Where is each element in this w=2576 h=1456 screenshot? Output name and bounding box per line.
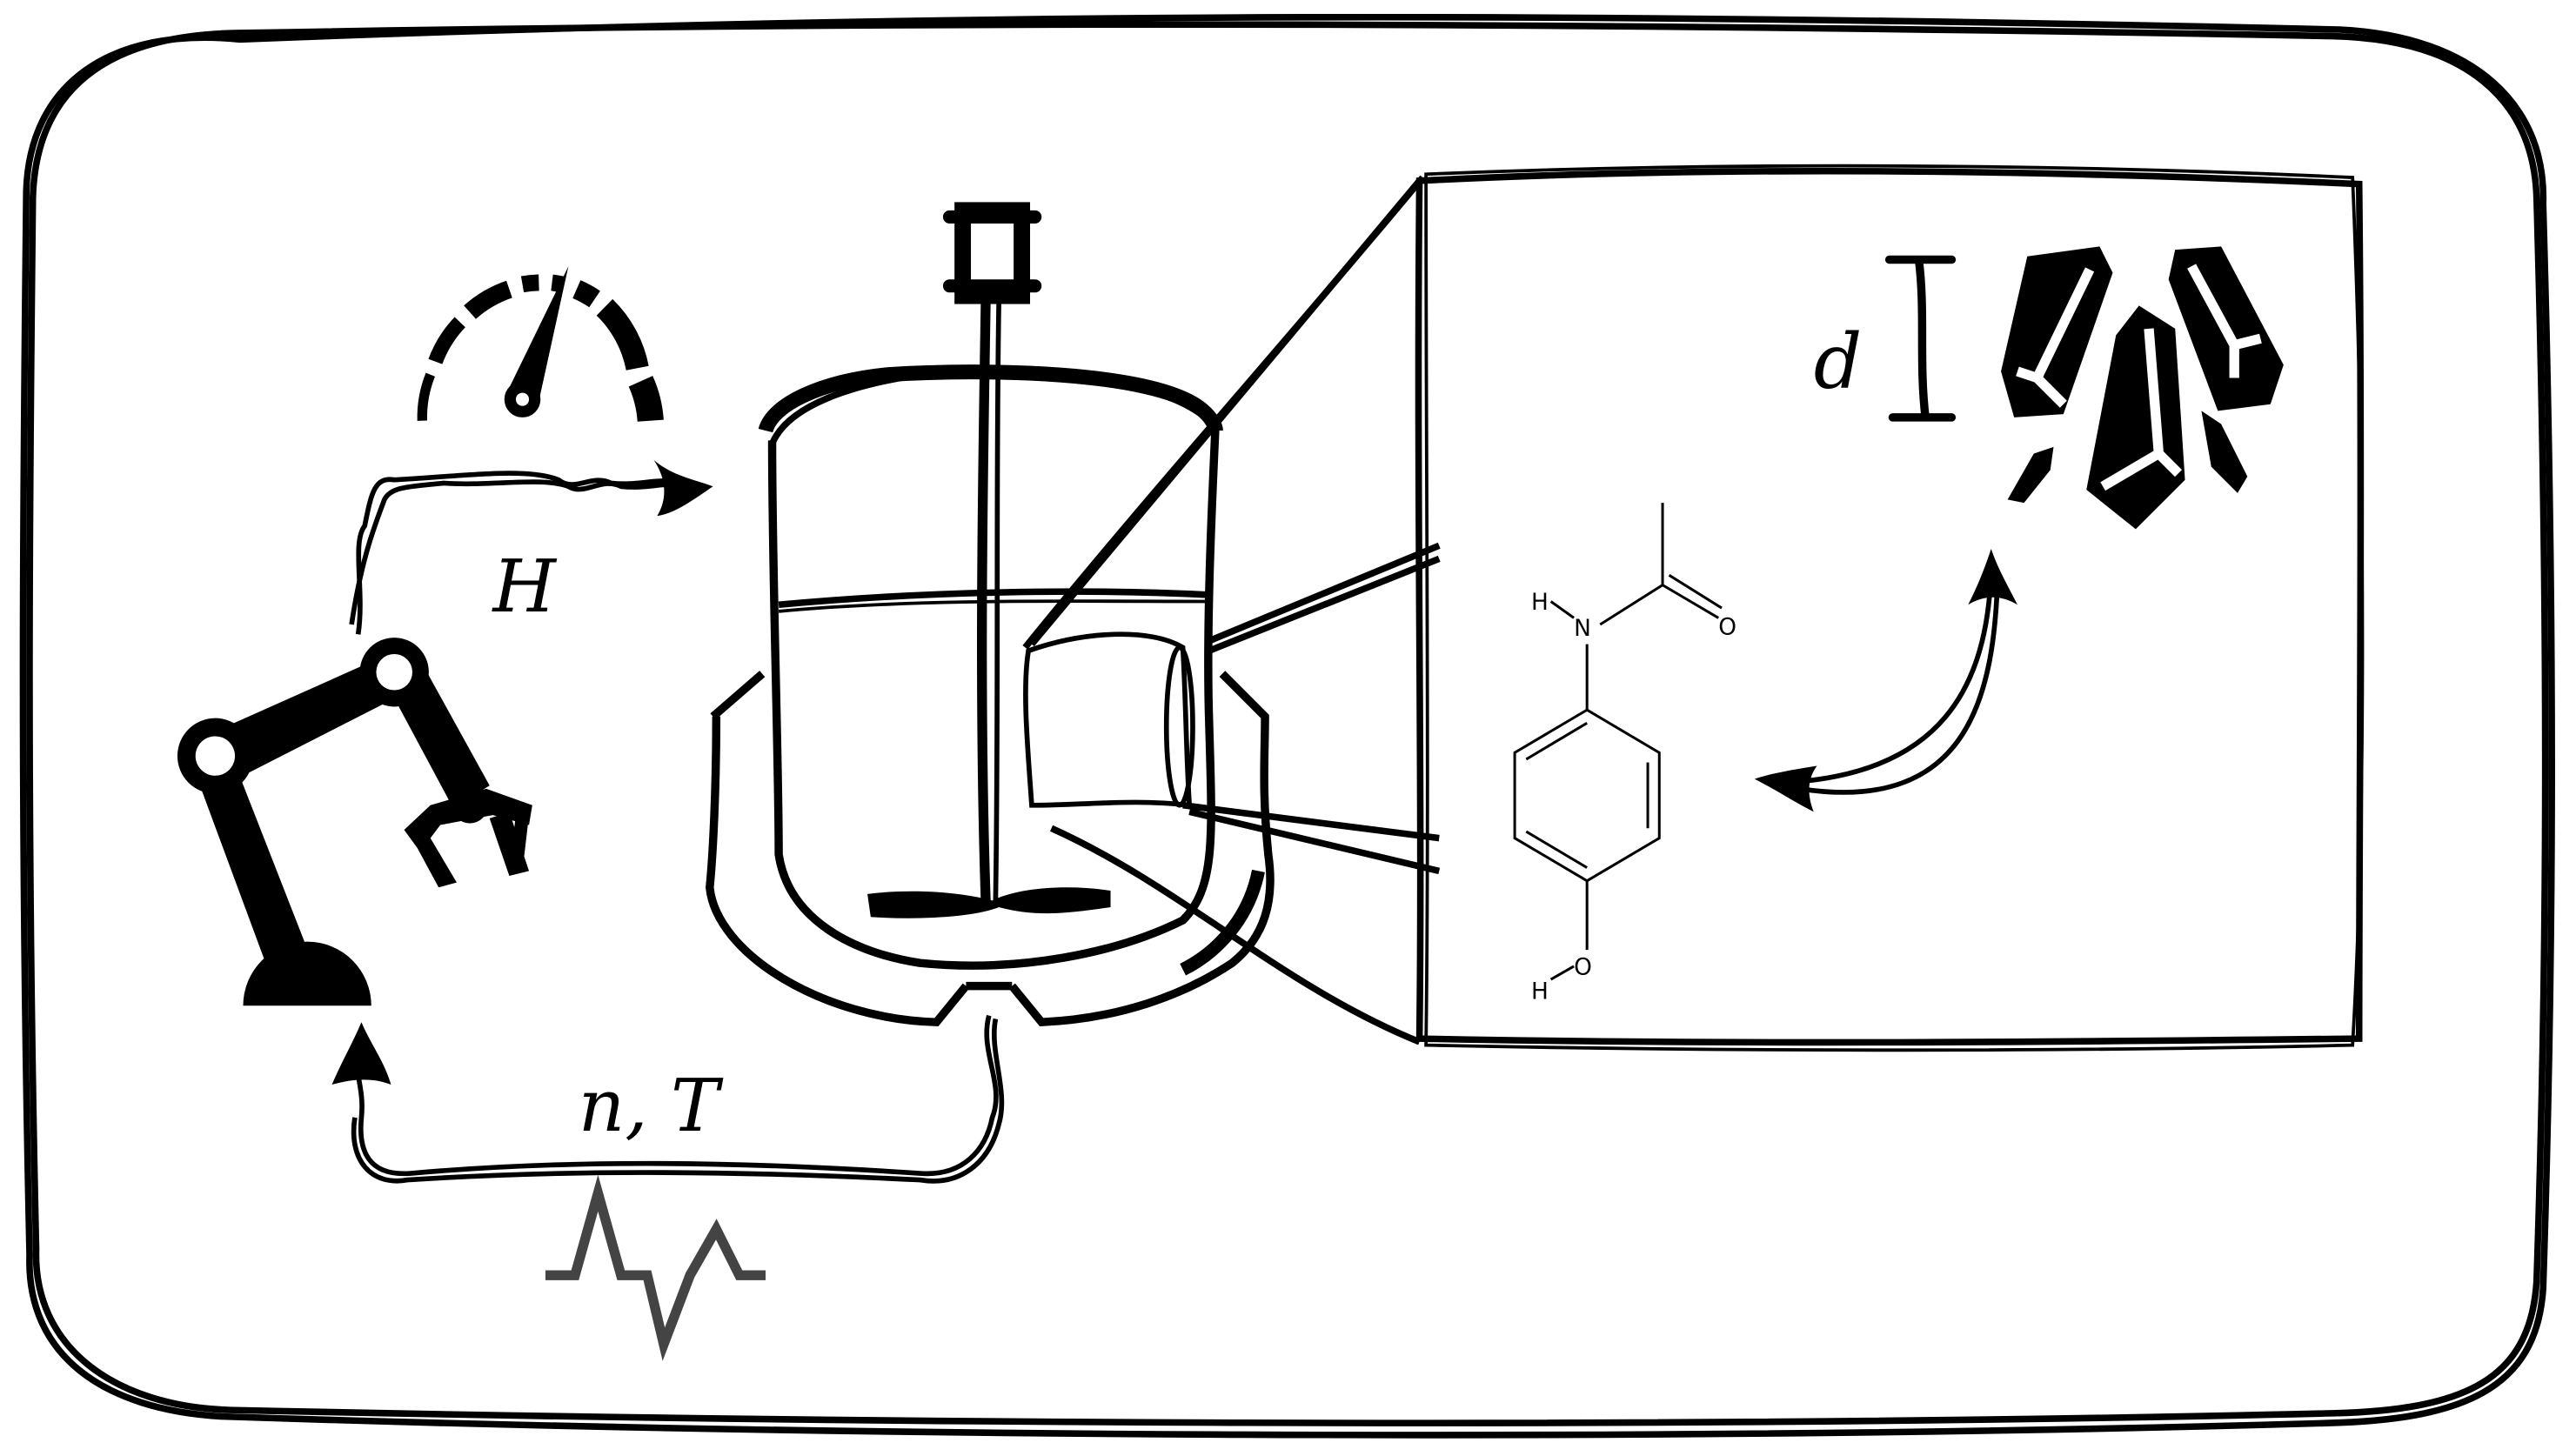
atom-label-nitrogen: N — [1574, 615, 1591, 642]
outer-frame — [19, 13, 2555, 1439]
nt-arrowhead-icon — [331, 1022, 391, 1085]
robot-arm-icon — [177, 638, 532, 1006]
impeller-icon — [867, 887, 1111, 918]
crystal-molecule-arrow — [1790, 568, 2001, 795]
diameter-label: d — [1814, 318, 1863, 406]
h-arrowhead-icon — [653, 460, 713, 517]
arrowhead-up-icon — [1968, 549, 2017, 605]
speed-temperature-label: n, T — [579, 1064, 724, 1148]
gauge-needle-icon — [504, 266, 569, 417]
crystals-icon — [2001, 246, 2284, 530]
diameter-bracket-icon — [1884, 255, 1957, 422]
nt-arrow — [351, 1014, 1005, 1184]
atom-label-hydroxyl-hydrogen: H — [1531, 978, 1549, 1005]
molecule-structure — [1513, 503, 1723, 981]
arrowhead-left-icon — [1754, 765, 1817, 812]
crystal-fragment-icon — [2201, 411, 2248, 493]
atom-label-hydroxyl-oxygen: O — [1574, 953, 1592, 980]
crystal-icon — [2086, 305, 2185, 530]
atom-label-carbonyl-oxygen: O — [1718, 613, 1736, 640]
atom-label-amide-hydrogen: H — [1531, 589, 1549, 616]
crystal-fragment-icon — [2007, 446, 2054, 504]
inset-panel — [1415, 164, 2365, 1052]
magnifier-window — [1023, 631, 1195, 809]
signal-waveform-icon — [545, 1174, 766, 1361]
stirrer-icon — [867, 202, 1111, 918]
h-arrow — [349, 471, 698, 635]
hook-length-label: H — [492, 544, 558, 629]
zoom-lines — [1022, 175, 1441, 1045]
gripper-icon — [404, 788, 532, 888]
